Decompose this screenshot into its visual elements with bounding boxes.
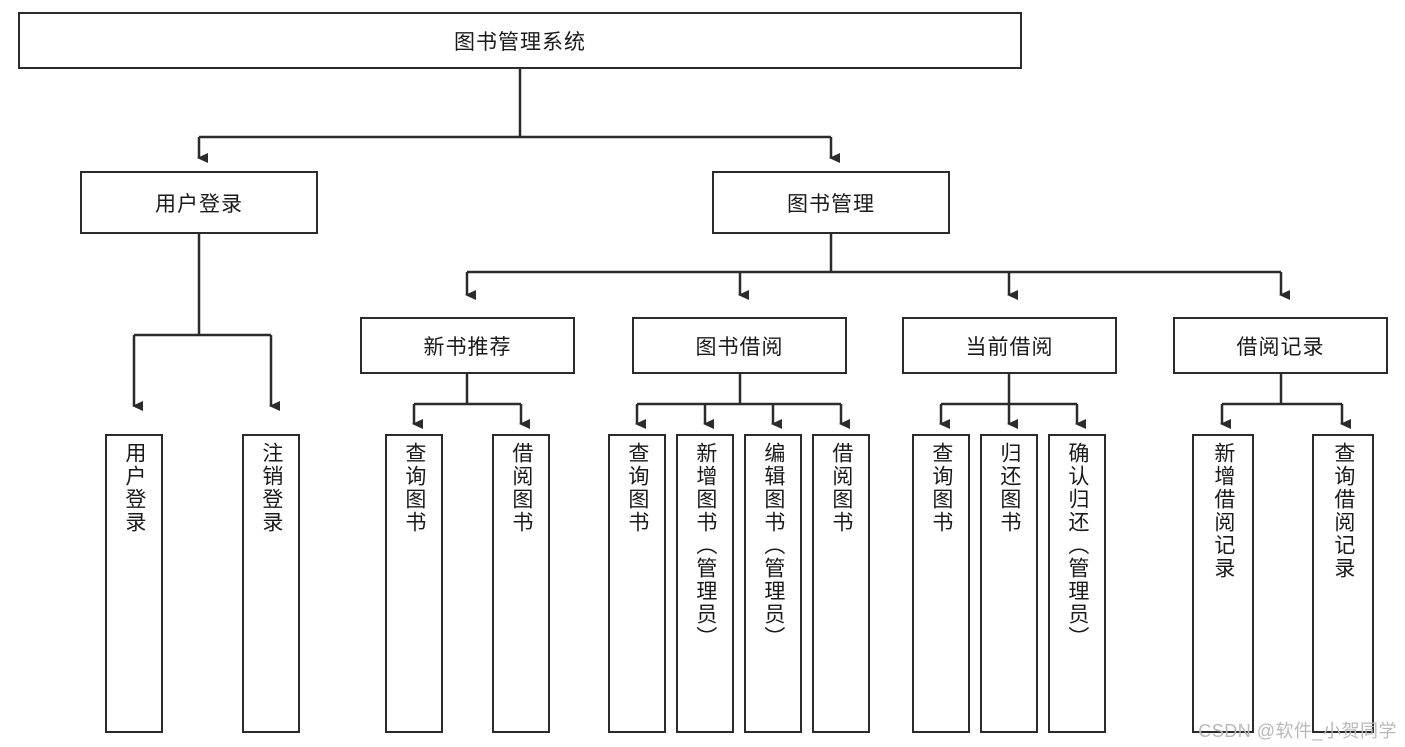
leaf-query-book-current[interactable]: 查询图书	[912, 434, 970, 733]
node-label: 借阅记录	[1236, 335, 1325, 359]
node-current-borrow[interactable]: 当前借阅	[902, 317, 1117, 374]
leaf-confirm-return-admin[interactable]: 确认归还（管理员）	[1048, 434, 1106, 733]
node-label: 归还图书	[997, 442, 1021, 534]
node-book-management[interactable]: 图书管理	[712, 171, 950, 234]
node-label: 查询图书	[929, 442, 953, 534]
leaf-logout-login[interactable]: 注销登录	[242, 434, 300, 733]
node-label: 借阅图书	[829, 442, 853, 534]
node-label: 新书推荐	[423, 335, 512, 359]
leaf-query-borrow-record[interactable]: 查询借阅记录	[1312, 434, 1374, 733]
node-label: 当前借阅	[965, 335, 1054, 359]
node-book-borrow[interactable]: 图书借阅	[632, 317, 847, 374]
node-root-book-management-system[interactable]: 图书管理系统	[18, 12, 1022, 69]
leaf-borrow-book[interactable]: 借阅图书	[812, 434, 870, 733]
leaf-add-borrow-record[interactable]: 新增借阅记录	[1192, 434, 1254, 733]
leaf-edit-book-admin[interactable]: 编辑图书（管理员）	[744, 434, 802, 733]
csdn-watermark: CSDN @软件_小贺同学	[1198, 721, 1397, 741]
leaf-return-book[interactable]: 归还图书	[980, 434, 1038, 733]
node-label: 图书管理系统	[454, 30, 586, 54]
node-label: 注销登录	[259, 442, 283, 534]
node-label: 查询借阅记录	[1331, 442, 1355, 580]
leaf-borrow-book-recommend[interactable]: 借阅图书	[492, 434, 550, 733]
node-label: 借阅图书	[509, 442, 533, 534]
leaf-user-login[interactable]: 用户登录	[105, 434, 163, 733]
node-label: 用户登录	[122, 442, 146, 534]
node-label: 图书管理	[787, 192, 875, 216]
node-label: 新增借阅记录	[1211, 442, 1235, 580]
node-label: 查询图书	[402, 442, 426, 534]
leaf-query-book-borrow[interactable]: 查询图书	[608, 434, 666, 733]
node-label: 新增图书（管理员）	[693, 442, 717, 649]
node-user-login[interactable]: 用户登录	[80, 171, 318, 234]
node-label: 图书借阅	[695, 335, 784, 359]
node-label: 编辑图书（管理员）	[761, 442, 785, 649]
leaf-add-book-admin[interactable]: 新增图书（管理员）	[676, 434, 734, 733]
leaf-query-book-recommend[interactable]: 查询图书	[385, 434, 443, 733]
node-borrow-record[interactable]: 借阅记录	[1173, 317, 1388, 374]
node-new-book-recommend[interactable]: 新书推荐	[360, 317, 575, 374]
node-label: 查询图书	[625, 442, 649, 534]
node-label: 用户登录	[155, 192, 243, 216]
node-label: 确认归还（管理员）	[1065, 442, 1089, 649]
